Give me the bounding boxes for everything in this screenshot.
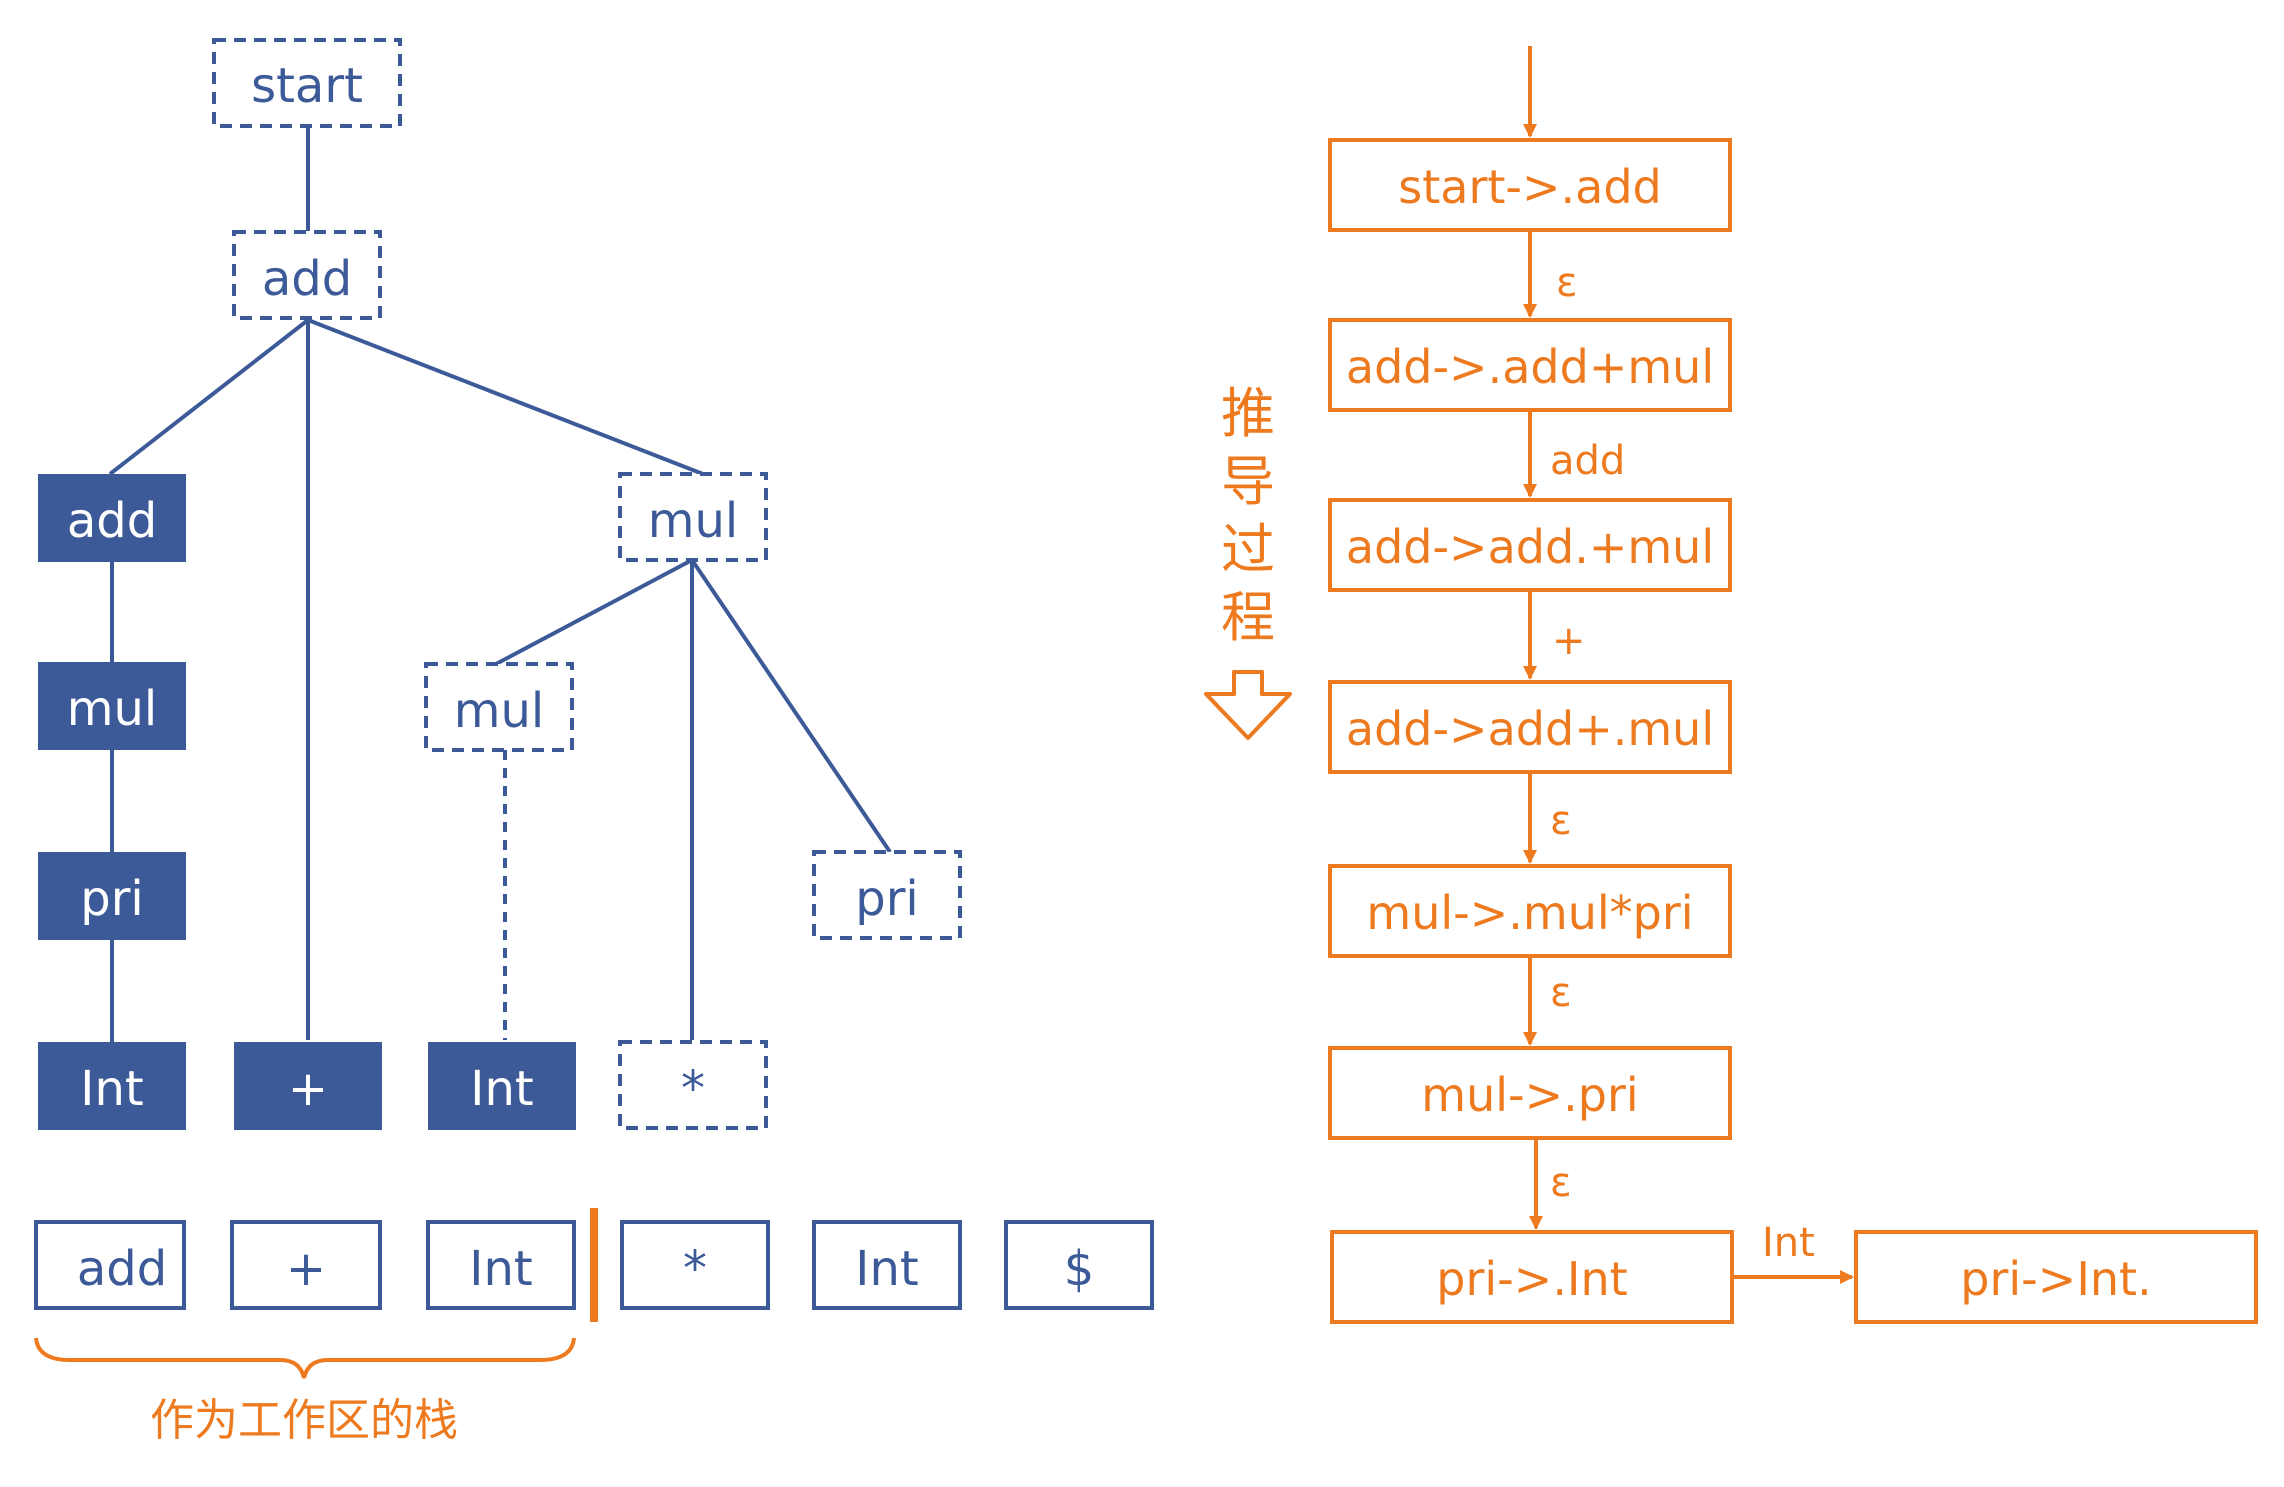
stack-cell <box>34 1220 186 1310</box>
stack-cell-label: Int <box>469 1241 532 1297</box>
derivation-final-item <box>1854 1230 2258 1324</box>
derivation-item-label: mul->.mul*pri <box>1366 886 1693 940</box>
derivation-item-label: start->.add <box>1398 160 1662 214</box>
stack-cell <box>620 1220 770 1310</box>
stack-cell-label: Int <box>855 1241 918 1297</box>
derivation-item <box>1328 498 1732 592</box>
tree-node-plus-label: + <box>288 1061 328 1117</box>
derivation-final-item-label: pri->Int. <box>1960 1252 2151 1306</box>
derivation-edge-label: add <box>1550 438 1625 484</box>
derivation-item-label: mul->.pri <box>1421 1068 1638 1122</box>
derivation-item <box>1328 1046 1732 1140</box>
derivation-edge-label: ε <box>1550 970 1572 1016</box>
stack-cell-label: add <box>77 1241 167 1297</box>
derivation-item <box>1328 138 1732 232</box>
derivation-edge-label: Int <box>1762 1220 1815 1266</box>
stack-row: add + Int * Int $ 作为工作区的栈 <box>34 1208 1154 1446</box>
tree-node-mul-left-label: mul <box>67 681 158 737</box>
tree-edge <box>495 558 693 666</box>
stack-cell <box>426 1220 576 1310</box>
derivation-item <box>1330 1230 1734 1324</box>
derivation-edge-label: ε <box>1556 260 1578 306</box>
tree-node-pri-left-label: pri <box>80 871 144 927</box>
stack-cell-label: * <box>683 1241 707 1297</box>
tree-node-int-left <box>38 1042 186 1130</box>
tree-node-int-mid-label: Int <box>470 1061 533 1117</box>
derivation-item-label: add->.add+mul <box>1346 340 1714 394</box>
stack-cell <box>812 1220 962 1310</box>
side-label-char: 导 <box>1221 450 1275 513</box>
stack-cell-label: + <box>286 1241 326 1297</box>
tree-node-mul-left <box>38 662 186 750</box>
stack-cell <box>1004 1220 1154 1310</box>
derivation-item-label: add->add+.mul <box>1346 702 1714 756</box>
side-label-char: 程 <box>1221 586 1275 649</box>
tree-nodes: start add mul mul pri * add mul pri Int … <box>38 38 962 1130</box>
derivation-item <box>1328 864 1732 958</box>
tree-node-plus <box>234 1042 382 1130</box>
tree-node-star-label: * <box>681 1061 705 1117</box>
tree-node-pri-left <box>38 852 186 940</box>
derivation-item <box>1328 318 1732 412</box>
tree-node-int-mid <box>428 1042 576 1130</box>
stack-brace <box>34 1337 576 1379</box>
derivation-item-label: pri->.Int <box>1436 1252 1627 1306</box>
parse-tree <box>108 127 892 1042</box>
tree-node-add-left-label: add <box>67 493 157 549</box>
side-label-char: 推 <box>1221 382 1275 445</box>
tree-node-mul-right-label: mul <box>648 493 739 549</box>
derivation-edge-label: + <box>1552 618 1586 664</box>
tree-node-add-top <box>232 230 382 320</box>
tree-node-int-left-label: Int <box>80 1061 143 1117</box>
tree-node-mul-inner-label: mul <box>454 683 545 739</box>
tree-edge <box>307 318 704 476</box>
tree-node-add-top-label: add <box>262 251 352 307</box>
tree-node-pri-right <box>812 850 962 940</box>
stack-cell-label: $ <box>1064 1241 1095 1297</box>
tree-edge <box>108 318 310 476</box>
down-arrow-icon <box>1204 670 1292 740</box>
tree-node-start-label: start <box>251 58 363 114</box>
tree-node-star <box>618 1040 768 1130</box>
derivation-edge-label: ε <box>1550 1160 1572 1206</box>
side-label-char: 过 <box>1221 518 1275 581</box>
derivation-item <box>1328 680 1732 774</box>
tree-node-add-left <box>38 474 186 562</box>
tree-node-start <box>212 38 402 128</box>
tree-edge <box>690 558 892 854</box>
tree-node-mul-right <box>618 472 768 562</box>
stack-caption: 作为工作区的栈 <box>150 1395 458 1446</box>
derivation-item-label: add->add.+mul <box>1346 520 1714 574</box>
derivation-edge-label: ε <box>1550 798 1572 844</box>
tree-node-pri-right-label: pri <box>855 871 919 927</box>
tree-node-mul-inner <box>424 662 574 752</box>
stack-cell <box>230 1220 382 1310</box>
derivation-flow: start->.add add->.add+mul add->add.+mul … <box>1204 46 2258 1324</box>
